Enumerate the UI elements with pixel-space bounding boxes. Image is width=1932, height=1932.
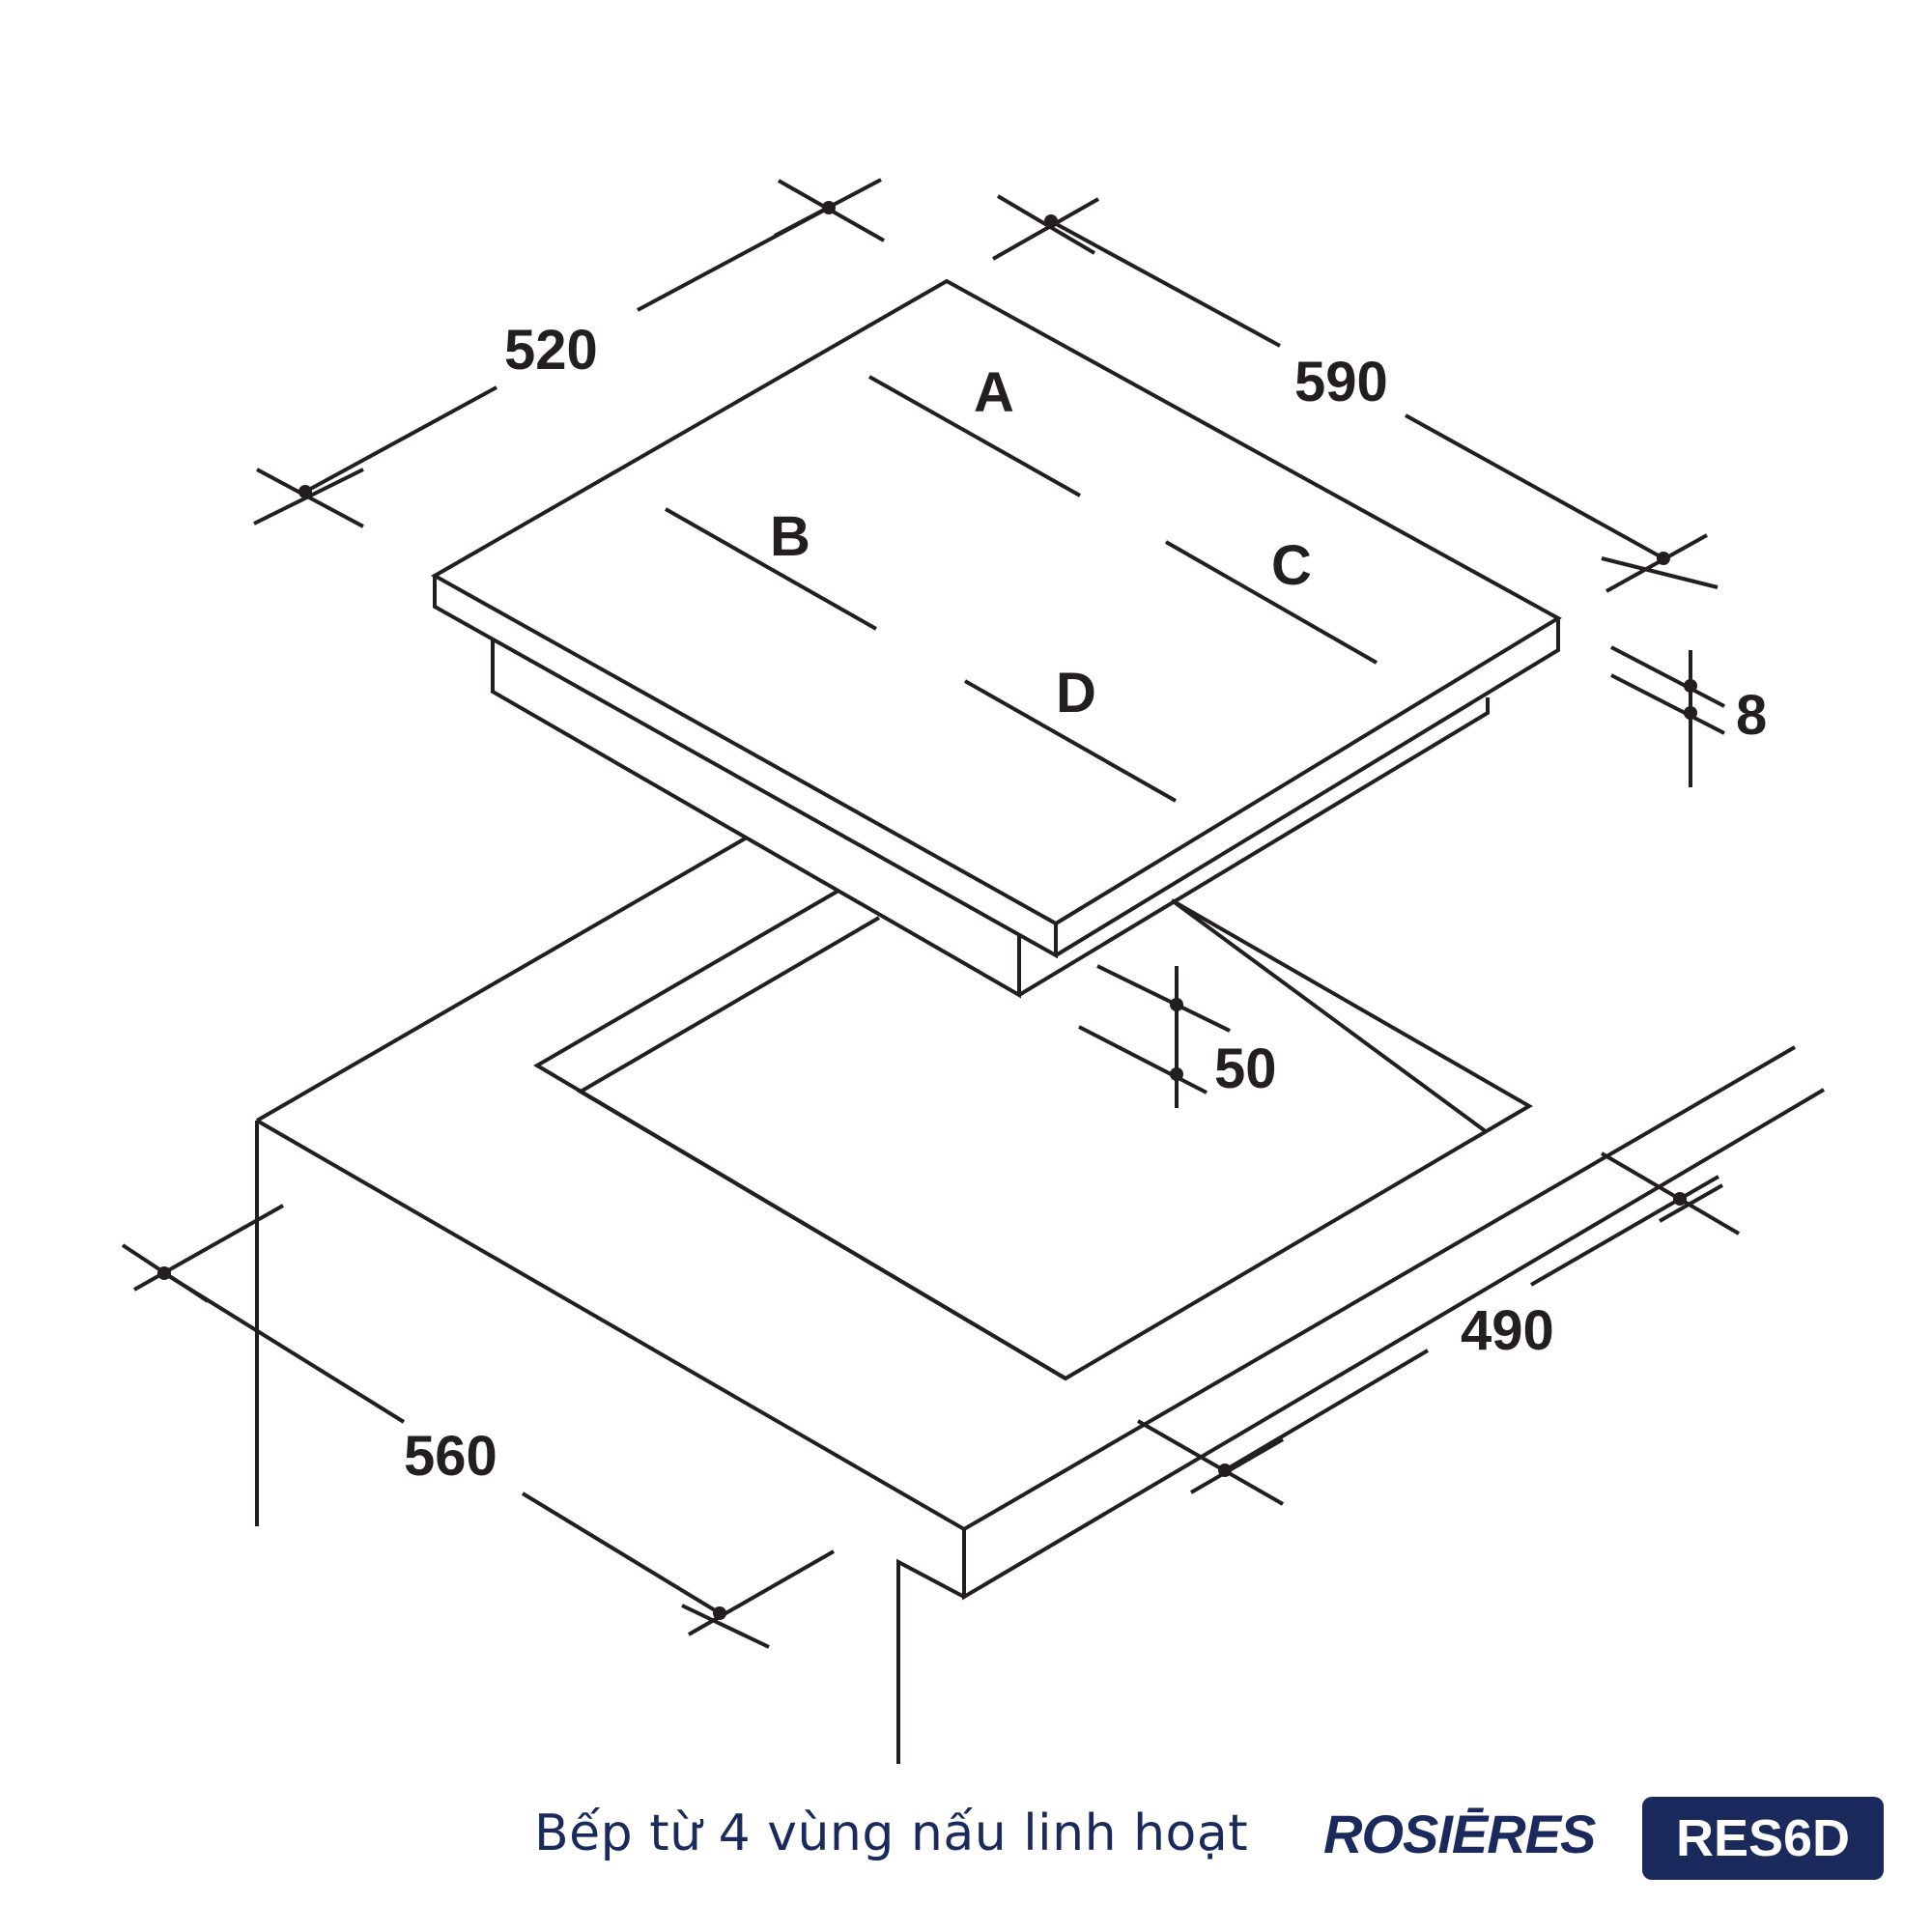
worktop xyxy=(255,836,1826,1764)
worktop-back-left-edge xyxy=(255,836,749,1122)
model-label: RES6D xyxy=(1675,1809,1851,1867)
product-description: Bếp từ 4 vùng nấu linh hoạt xyxy=(534,1804,1249,1862)
dimension-590-label: 590 xyxy=(1294,351,1388,413)
cutout-outline xyxy=(533,889,1533,1381)
cutout-inner-edge xyxy=(577,916,1067,1380)
zone-d-mark xyxy=(964,679,1177,803)
hob-body-left xyxy=(491,640,1021,999)
zone-c-mark xyxy=(1165,540,1378,665)
model-badge: RES6D xyxy=(1642,1797,1884,1880)
dimension-490 xyxy=(1137,1151,1741,1506)
zone-label-d: D xyxy=(1056,662,1096,724)
dimension-560-label: 560 xyxy=(404,1425,497,1488)
dimension-490-label: 490 xyxy=(1461,1299,1554,1362)
cooking-zones xyxy=(665,375,1378,803)
zone-a-mark xyxy=(868,375,1081,497)
hob-glass-edge-right xyxy=(1054,618,1560,957)
zone-label-b: B xyxy=(770,505,810,568)
hob-body-right xyxy=(1017,697,1490,997)
cutout-inner-right xyxy=(1170,898,1489,1134)
zone-label-c: C xyxy=(1271,534,1312,597)
zone-label-a: A xyxy=(974,361,1014,424)
worktop-front-thickness xyxy=(962,1088,1826,1601)
dimension-8 xyxy=(1610,645,1725,787)
dimension-8-label: 8 xyxy=(1736,684,1767,747)
dimension-50-label: 50 xyxy=(1214,1037,1277,1100)
cabinet-corner xyxy=(896,1558,965,1764)
dimension-520 xyxy=(253,178,885,528)
brand-logo: ROSIĒRES xyxy=(1323,1804,1596,1864)
hob-glass-edge-left xyxy=(433,576,1058,959)
zone-b-mark xyxy=(665,507,877,631)
dimension-50 xyxy=(1078,964,1231,1108)
dimension-590 xyxy=(992,194,1719,593)
dimension-560 xyxy=(121,1204,835,1649)
dimension-520-label: 520 xyxy=(504,319,598,382)
